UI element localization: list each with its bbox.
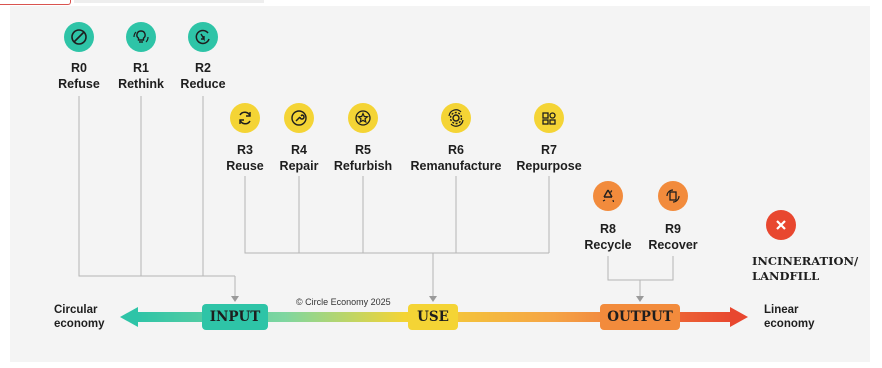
refurbish-icon bbox=[348, 103, 378, 133]
top-strip bbox=[74, 0, 264, 3]
reuse-icon bbox=[230, 103, 260, 133]
use-stage: USE bbox=[408, 304, 458, 330]
recover-icon bbox=[658, 181, 688, 211]
reduce-icon bbox=[188, 22, 218, 52]
cross-icon bbox=[766, 210, 796, 240]
repair-icon bbox=[284, 103, 314, 133]
input-stage: INPUT bbox=[202, 304, 268, 330]
incineration-landfill-label: INCINERATION/LANDFILL bbox=[752, 254, 859, 283]
recycle-icon bbox=[593, 181, 623, 211]
remanufacture-icon bbox=[441, 103, 471, 133]
refuse-icon bbox=[64, 22, 94, 52]
rethink-icon bbox=[126, 22, 156, 52]
top-left-tab-edge bbox=[0, 0, 71, 5]
copyright-text: © Circle Economy 2025 bbox=[296, 297, 391, 307]
output-stage: OUTPUT bbox=[600, 304, 680, 330]
repurpose-icon bbox=[534, 103, 564, 133]
